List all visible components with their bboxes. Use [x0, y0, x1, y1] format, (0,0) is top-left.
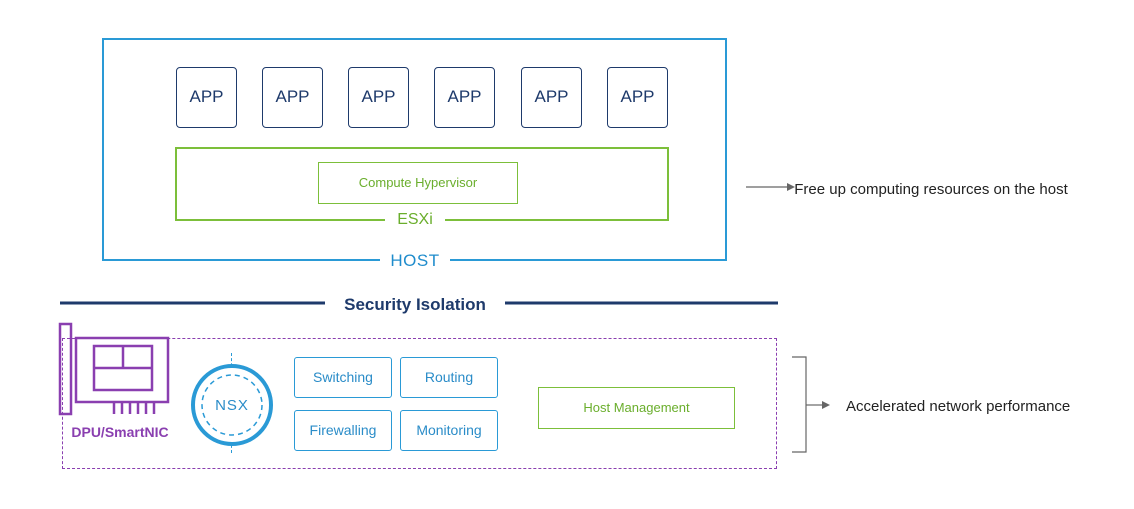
- app-box-2: APP: [262, 67, 323, 128]
- bracket-arrow-icon: [792, 356, 830, 453]
- arrow-right-icon: [746, 183, 795, 191]
- switching-box: Switching: [294, 357, 392, 398]
- free-up-resources-text: Free up computing resources on the host: [794, 181, 1068, 198]
- nsx-icon: [191, 364, 273, 446]
- esxi-label: ESXi: [385, 209, 445, 231]
- app-box-3: APP: [348, 67, 409, 128]
- host-management-box: Host Management: [538, 387, 735, 429]
- app-box-6: APP: [607, 67, 668, 128]
- routing-box: Routing: [400, 357, 498, 398]
- app-box-4: APP: [434, 67, 495, 128]
- firewalling-box: Firewalling: [294, 410, 392, 451]
- smartnic-card-icon: [58, 322, 170, 416]
- compute-hypervisor-box: Compute Hypervisor: [318, 162, 518, 204]
- security-isolation-label: Security Isolation: [325, 293, 505, 317]
- dpu-container: [62, 338, 777, 469]
- accelerated-network-text: Accelerated network performance: [846, 398, 1071, 415]
- monitoring-box: Monitoring: [400, 410, 498, 451]
- app-box-1: APP: [176, 67, 237, 128]
- nsx-label: NSX: [215, 397, 249, 414]
- dpu-smartnic-label: DPU/SmartNIC: [71, 424, 169, 440]
- host-label: HOST: [380, 250, 450, 272]
- app-box-5: APP: [521, 67, 582, 128]
